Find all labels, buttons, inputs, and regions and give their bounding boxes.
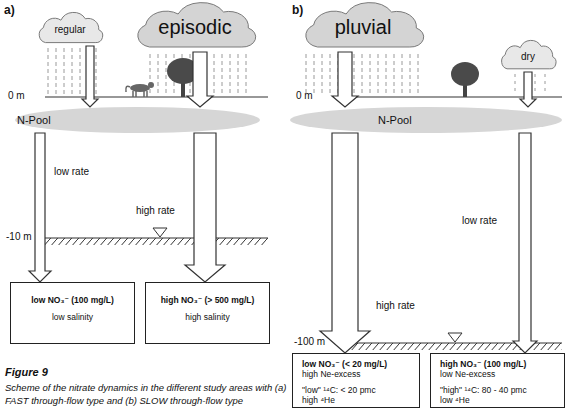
rate-label: low rate bbox=[462, 215, 497, 226]
tree-canopy bbox=[167, 58, 199, 84]
tree-canopy bbox=[451, 62, 479, 86]
pool-label: N-Pool bbox=[17, 114, 260, 126]
water-table-line bbox=[45, 237, 268, 238]
n-pool-ellipse: N-Pool bbox=[15, 107, 260, 133]
ground-surface-line bbox=[45, 96, 268, 97]
cat-body bbox=[130, 84, 150, 92]
box-text: high salinity bbox=[149, 312, 266, 322]
box-text: low NO₃⁻ (100 mg/L) bbox=[14, 295, 131, 305]
panel-letter: b) bbox=[292, 3, 303, 17]
rain-cloud: episodic bbox=[130, 2, 260, 52]
box-text: high Ne-excess bbox=[302, 369, 410, 379]
box-text: low Ne-excess bbox=[440, 369, 555, 379]
rate-label: low rate bbox=[54, 166, 89, 177]
rate-label: high rate bbox=[376, 300, 415, 311]
depth-label: 0 m bbox=[8, 90, 25, 101]
groundwater-box: high NO₃⁻ (> 500 mg/L) high salinity bbox=[145, 282, 270, 344]
water-table-hatch bbox=[45, 238, 268, 245]
box-text: high NO₃⁻ (> 500 mg/L) bbox=[149, 295, 266, 305]
box-text: high NO₃⁻ (100 mg/L) bbox=[440, 359, 555, 369]
water-table-symbol bbox=[448, 333, 462, 342]
pool-shape bbox=[290, 107, 562, 133]
box-text: low salinity bbox=[14, 312, 131, 322]
groundwater-box: low NO₃⁻ (100 mg/L) low salinity bbox=[10, 282, 135, 344]
cat-head bbox=[148, 82, 154, 88]
rain-lines bbox=[150, 54, 246, 94]
pool-shape bbox=[15, 107, 260, 133]
flow-arrow bbox=[187, 52, 213, 107]
pool-label: N-Pool bbox=[378, 114, 562, 126]
rain-cloud: dry bbox=[498, 40, 558, 72]
water-table-symbol bbox=[153, 228, 167, 237]
flow-arrow bbox=[513, 133, 537, 353]
depth-label: 0 m bbox=[296, 90, 313, 101]
rain-cloud: pluvial bbox=[298, 2, 428, 52]
cloud-label: dry bbox=[498, 51, 558, 62]
flow-arrow bbox=[320, 133, 370, 353]
flow-arrow bbox=[332, 52, 358, 107]
depth-label: -100 m bbox=[294, 336, 325, 347]
rain-lines bbox=[515, 74, 545, 94]
ground-surface-line bbox=[335, 96, 562, 97]
flow-arrow bbox=[185, 133, 225, 282]
flow-arrow bbox=[82, 46, 98, 107]
rain-lines bbox=[306, 54, 418, 94]
box-text: low ⁴He bbox=[440, 395, 555, 405]
box-text: high ⁴He bbox=[302, 395, 410, 405]
panel-letter: a) bbox=[4, 3, 15, 17]
groundwater-box: high NO₃⁻ (100 mg/L)low Ne-excess "high" … bbox=[430, 353, 565, 408]
water-table-line bbox=[340, 342, 562, 343]
depth-label: -10 m bbox=[6, 231, 32, 242]
n-pool-ellipse: N-Pool bbox=[290, 107, 562, 133]
groundwater-box: low NO₃⁻ (< 20 mg/L)high Ne-excess "low" … bbox=[292, 353, 420, 408]
figure-caption: Scheme of the nitrate dynamics in the di… bbox=[5, 381, 289, 407]
pool-fill bbox=[15, 107, 260, 133]
cloud-label: episodic bbox=[130, 16, 260, 39]
cloud-label: pluvial bbox=[298, 16, 428, 39]
water-table-hatch bbox=[340, 343, 562, 350]
box-text: "low" ¹⁴C: < 20 pmc bbox=[302, 385, 410, 395]
pool-fill bbox=[290, 107, 562, 133]
rain-lines bbox=[48, 48, 96, 94]
figure-title: Figure 9 bbox=[5, 366, 285, 379]
cloud-label: regular bbox=[35, 24, 105, 35]
box-text: low NO₃⁻ (< 20 mg/L) bbox=[302, 359, 410, 369]
flow-arrow bbox=[29, 133, 51, 282]
rate-label: high rate bbox=[136, 205, 175, 216]
box-text: "high" ¹⁴C: 80 - 40 pmc bbox=[440, 385, 555, 395]
flow-arrow bbox=[520, 72, 536, 107]
rain-cloud: regular bbox=[35, 12, 105, 46]
cat-legs bbox=[126, 86, 147, 97]
